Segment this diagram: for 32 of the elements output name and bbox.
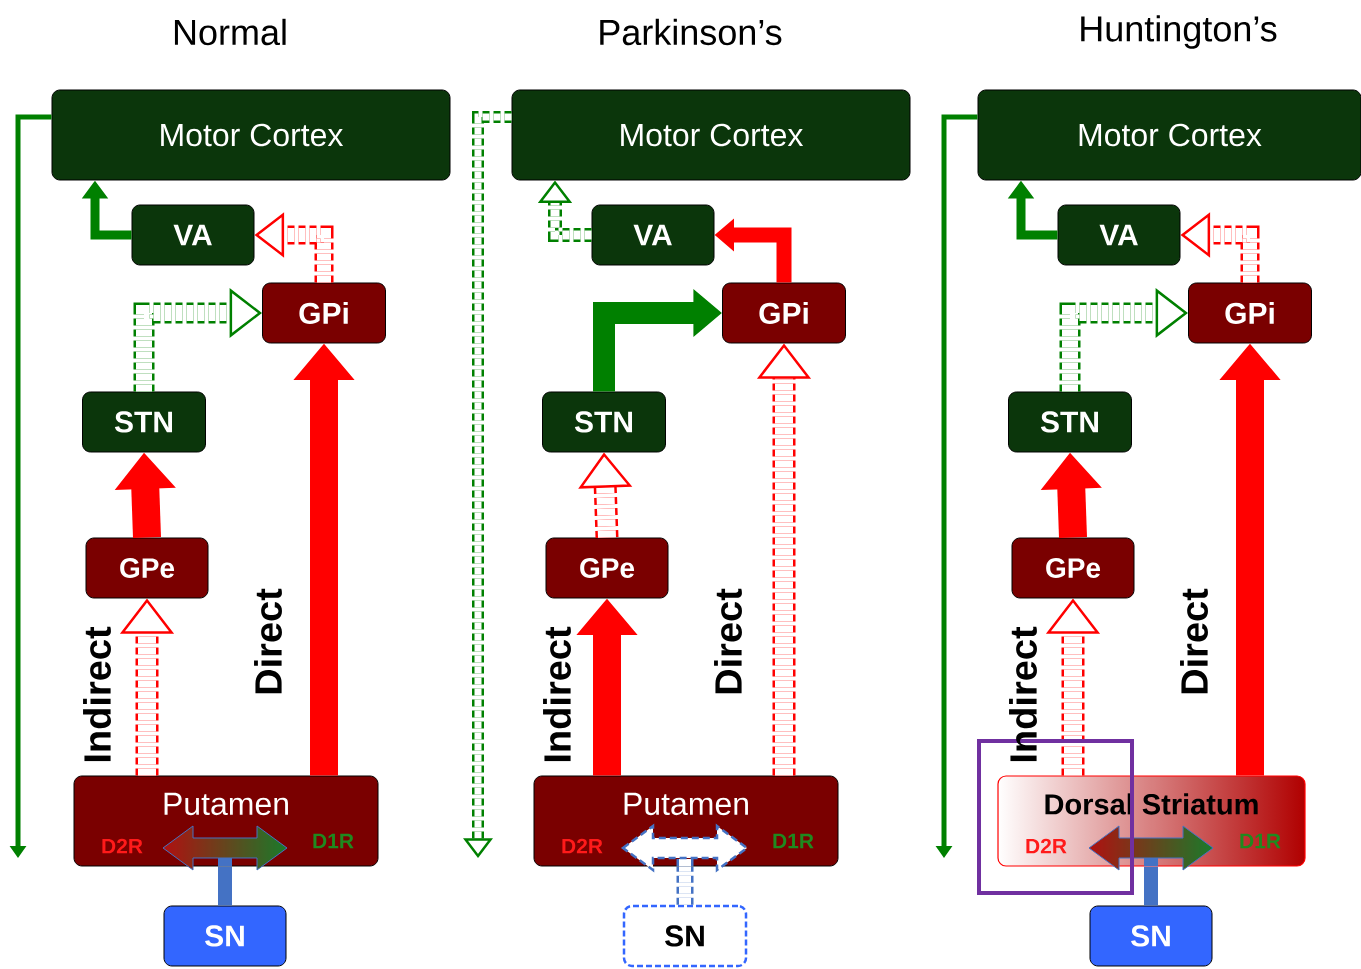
column-heading: Huntington’s: [1081, 15, 1277, 49]
nucleus-box: VA: [1057, 204, 1181, 266]
arrow: [162, 825, 288, 906]
region-box: Putamen D2R D1R: [533, 775, 839, 867]
nucleus-box: GPe: [1011, 537, 1135, 599]
nucleus-box: GPi: [722, 282, 846, 344]
nucleus-box: GPe: [85, 537, 209, 599]
nucleus-box: STN: [542, 391, 666, 453]
pathway-label: Indirect: [83, 626, 111, 762]
arrow: [133, 288, 262, 392]
nucleus-box: VA: [131, 204, 255, 266]
column-heading: Normal: [174, 18, 286, 46]
arrow: [1088, 825, 1214, 906]
pathway-label: Indirect: [543, 626, 571, 762]
pathway-label: Direct: [254, 588, 282, 694]
nucleus-box: VA: [591, 204, 715, 266]
nucleus-box: STN: [82, 391, 206, 453]
pathway-label: Direct: [714, 588, 742, 694]
nucleus-box: GPi: [262, 282, 386, 344]
region-box: Motor Cortex: [511, 89, 911, 181]
column-heading: Parkinson’s: [600, 18, 782, 46]
nucleus-box: GPi: [1188, 282, 1312, 344]
region-box: Motor Cortex: [977, 89, 1361, 181]
pathway-label: Indirect: [1009, 626, 1037, 762]
pathway-label: Direct: [1180, 588, 1208, 694]
nucleus-box: STN: [1008, 391, 1132, 453]
nucleus-box: SN: [622, 904, 748, 968]
nucleus-box: SN: [1089, 905, 1213, 967]
arrow: [1059, 288, 1188, 392]
nucleus-box: SN: [163, 905, 287, 967]
nucleus-box: GPe: [545, 537, 669, 599]
region-box: Motor Cortex: [51, 89, 451, 181]
